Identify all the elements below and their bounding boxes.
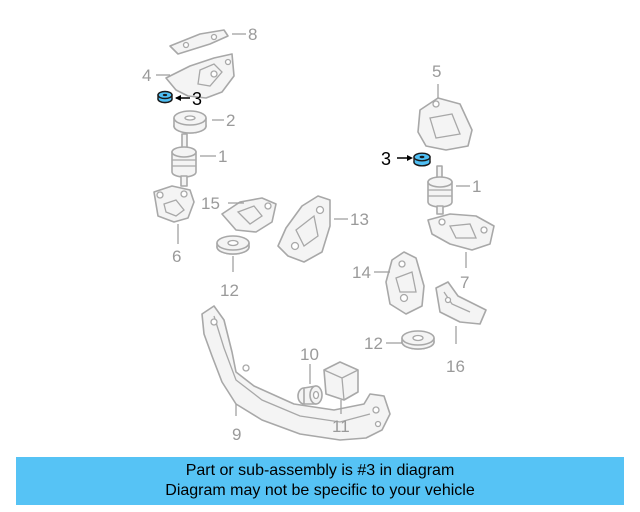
callout-14: 14 [352, 263, 371, 282]
callout-3-right: 3 [381, 149, 391, 169]
part-6-bracket: 6 [153, 185, 195, 266]
part-11-block: 11 [323, 361, 359, 436]
callout-13: 13 [350, 210, 369, 229]
callout-5: 5 [432, 62, 441, 81]
part-10-bushing: 10 [297, 345, 323, 405]
callout-16: 16 [446, 357, 465, 376]
callout-2: 2 [226, 111, 235, 130]
callout-12-right: 12 [364, 334, 383, 353]
callout-1-left: 1 [218, 147, 227, 166]
part-13-bracket: 13 [277, 195, 369, 263]
callout-11: 11 [332, 417, 350, 436]
part-4-bracket: 4 [142, 53, 235, 99]
callout-1-right: 1 [472, 177, 481, 196]
callout-15: 15 [201, 194, 220, 213]
callout-8: 8 [248, 25, 257, 44]
callout-6: 6 [172, 247, 181, 266]
part-9-crossmember: 9 [201, 305, 391, 444]
callout-12-left: 12 [220, 281, 239, 300]
banner-line-2: Diagram may not be specific to your vehi… [165, 482, 475, 499]
part-12-pad-right: 12 [364, 330, 435, 353]
callout-10: 10 [300, 345, 319, 364]
part-8-bracket: 8 [169, 25, 257, 55]
part-14-bracket: 14 [352, 251, 425, 315]
part-3-nut-right: 3 [381, 149, 431, 169]
info-banner: Part or sub-assembly is #3 in diagram Di… [16, 457, 624, 505]
part-12-pad-left: 12 [216, 235, 250, 300]
part-15-bracket: 15 [201, 194, 277, 233]
callout-4: 4 [142, 66, 151, 85]
part-1-mount-left: 1 [171, 133, 227, 187]
callout-9: 9 [232, 425, 241, 444]
part-1-mount-right: 1 [427, 165, 481, 215]
part-2-washer: 2 [173, 110, 235, 134]
banner-line-1: Part or sub-assembly is #3 in diagram [185, 462, 455, 479]
callout-7: 7 [460, 273, 469, 292]
part-5-bracket: 5 [417, 62, 473, 151]
part-3-nut-left: 3 [157, 89, 202, 109]
part-7-bracket: 7 [427, 213, 495, 292]
part-16-bracket: 16 [435, 281, 487, 376]
callout-3-left: 3 [192, 89, 202, 109]
